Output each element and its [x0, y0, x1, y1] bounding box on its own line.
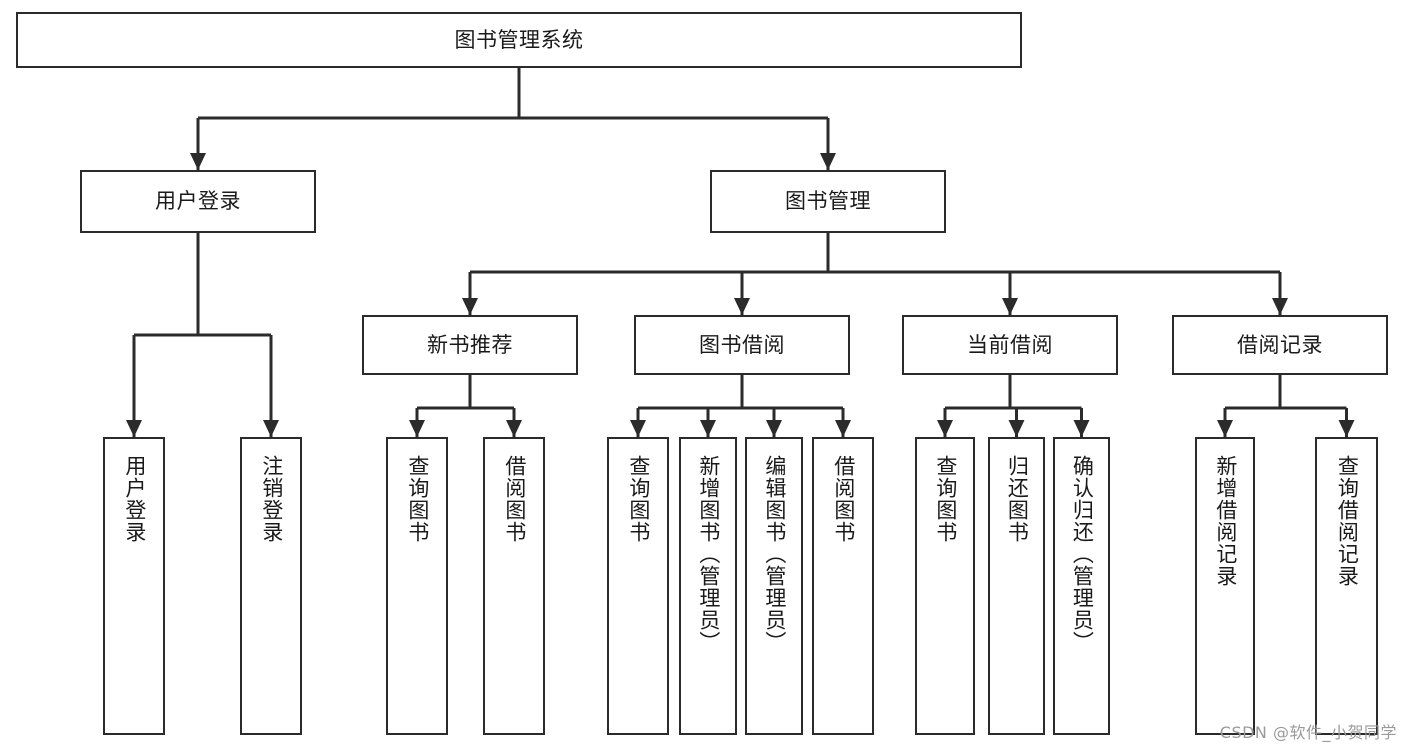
node-leaf-br-query[interactable]: 查询借阅记录 — [1315, 437, 1378, 735]
node-label: 图书借阅 — [699, 332, 785, 357]
arrow-head-icon — [462, 298, 478, 315]
arrow-head-icon — [835, 420, 851, 437]
node-label: 用户登录 — [122, 455, 147, 543]
node-label: 借阅图书 — [502, 455, 527, 543]
node-label: 编辑图书（管理员） — [762, 455, 787, 653]
node-label: 图书管理 — [785, 189, 871, 214]
arrow-head-icon — [1002, 298, 1018, 315]
node-label: 查询图书 — [933, 455, 958, 543]
arrow-head-icon — [506, 420, 522, 437]
node-label: 查询图书 — [626, 455, 651, 543]
node-label: 查询图书 — [405, 455, 430, 543]
arrow-head-icon — [630, 420, 646, 437]
node-label: 注销登录 — [259, 455, 284, 543]
node-label: 借阅图书 — [831, 455, 856, 543]
node-label: 查询借阅记录 — [1335, 455, 1360, 587]
node-leaf-bb-edit[interactable]: 编辑图书（管理员） — [745, 437, 803, 735]
arrow-head-icon — [700, 420, 716, 437]
node-leaf-rec-query[interactable]: 查询图书 — [386, 437, 448, 735]
arrow-head-icon — [937, 420, 953, 437]
arrow-head-icon — [1338, 420, 1355, 437]
node-label: 新增借阅记录 — [1213, 455, 1238, 587]
node-label: 确认归还（管理员） — [1070, 455, 1095, 653]
node-root[interactable]: 图书管理系统 — [16, 12, 1022, 68]
node-label: 归还图书 — [1005, 455, 1030, 543]
node-label: 用户登录 — [155, 189, 241, 214]
node-label: 新书推荐 — [427, 332, 513, 357]
arrow-head-icon — [1272, 298, 1288, 315]
node-leaf-bb-add[interactable]: 新增图书（管理员） — [679, 437, 737, 735]
node-leaf-user-logout[interactable]: 注销登录 — [240, 437, 302, 735]
node-book-borrow[interactable]: 图书借阅 — [634, 315, 850, 375]
node-leaf-rec-borrow[interactable]: 借阅图书 — [483, 437, 545, 735]
node-leaf-cb-return[interactable]: 归还图书 — [988, 437, 1045, 735]
arrow-head-icon — [1073, 420, 1090, 437]
arrow-head-icon — [263, 420, 279, 437]
node-leaf-cb-query[interactable]: 查询图书 — [915, 437, 975, 735]
node-label: 新增图书（管理员） — [696, 455, 721, 653]
node-leaf-br-add[interactable]: 新增借阅记录 — [1195, 437, 1255, 735]
arrow-head-icon — [734, 298, 750, 315]
node-leaf-bb-borrow[interactable]: 借阅图书 — [812, 437, 874, 735]
arrow-head-icon — [1217, 420, 1233, 437]
node-leaf-cb-confirm[interactable]: 确认归还（管理员） — [1053, 437, 1110, 735]
node-current-borrow[interactable]: 当前借阅 — [902, 315, 1118, 375]
node-label: 图书管理系统 — [454, 27, 584, 52]
node-user-login[interactable]: 用户登录 — [80, 170, 316, 233]
node-label: 当前借阅 — [967, 332, 1053, 357]
arrow-head-icon — [766, 420, 782, 437]
arrow-head-icon — [1008, 420, 1025, 437]
node-book-manage[interactable]: 图书管理 — [710, 170, 946, 233]
node-label: 借阅记录 — [1237, 332, 1323, 357]
node-leaf-user-login[interactable]: 用户登录 — [103, 437, 165, 735]
arrow-head-icon — [820, 153, 836, 170]
arrow-head-icon — [190, 153, 206, 170]
arrow-head-icon — [126, 420, 142, 437]
node-borrow-record[interactable]: 借阅记录 — [1172, 315, 1388, 375]
arrow-head-icon — [409, 420, 425, 437]
node-new-book-rec[interactable]: 新书推荐 — [362, 315, 578, 375]
node-leaf-bb-query[interactable]: 查询图书 — [607, 437, 669, 735]
